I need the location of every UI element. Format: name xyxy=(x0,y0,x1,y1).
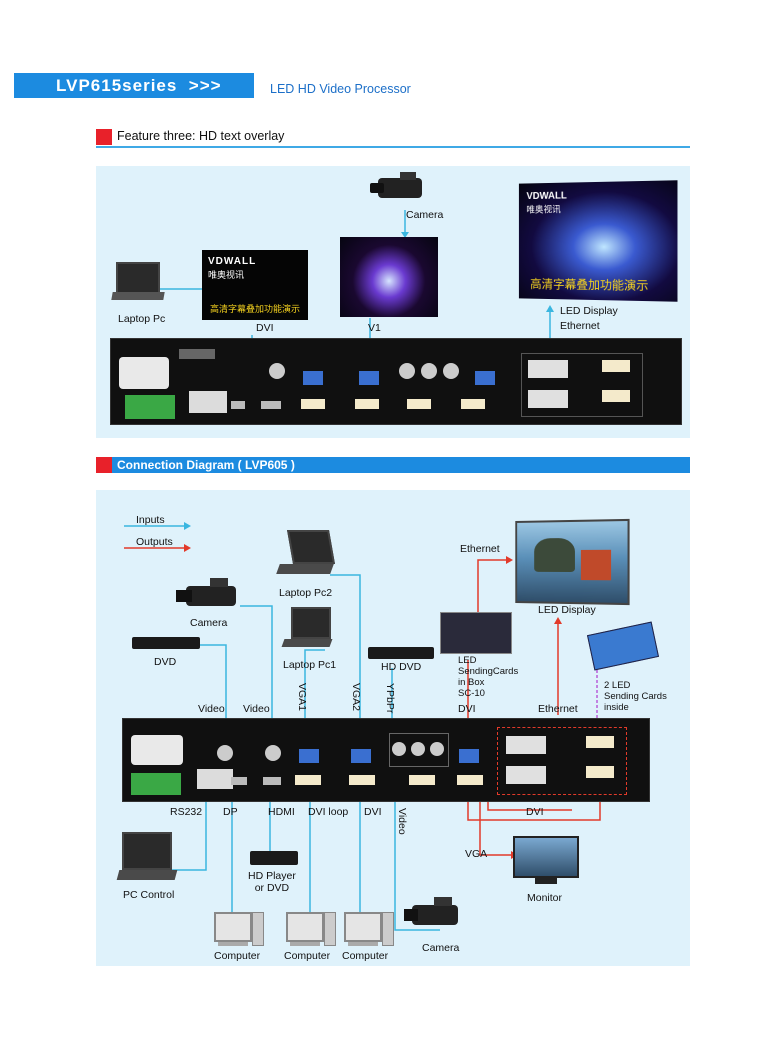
computer3-label: Computer xyxy=(342,950,388,962)
laptop-pc2-label: Laptop Pc2 xyxy=(279,587,332,599)
led-display-label-2: LED Display xyxy=(538,604,596,616)
overlay-brand-cn: 唯奥视讯 xyxy=(208,268,244,281)
dvd-label: DVD xyxy=(154,656,176,668)
led-caption: 高清字幕叠加功能演示 xyxy=(530,275,648,294)
video1-label: Video xyxy=(198,703,225,715)
processor-rear-panel-2 xyxy=(122,718,650,802)
two-cards-label: 2 LED Sending Cards inside xyxy=(604,680,667,713)
laptop-pc1-icon xyxy=(283,607,331,655)
pc-control-label: PC Control xyxy=(123,889,174,901)
v1-label: V1 xyxy=(368,322,381,334)
dp-label: DP xyxy=(223,806,238,818)
terminal-block-icon xyxy=(125,395,175,419)
power-socket-icon-2 xyxy=(131,735,183,765)
overlay-brand: VDWALL xyxy=(208,256,256,267)
camera-device xyxy=(370,170,430,206)
ethernet-right-label: Ethernet xyxy=(538,703,578,715)
dvi-in-label: DVI xyxy=(458,703,476,715)
vga1-port-icon xyxy=(303,371,323,385)
section2-marker xyxy=(96,457,112,473)
led-display-icon xyxy=(515,519,629,605)
monitor-icon xyxy=(513,836,579,888)
camera-bottom-icon xyxy=(404,895,462,933)
hd-dvd-icon xyxy=(368,647,434,659)
hd-dvd-label: HD DVD xyxy=(381,661,421,673)
section2-title: Connection Diagram ( LVP605 ) xyxy=(117,457,295,473)
video-vert-label: Video xyxy=(396,808,408,835)
pc-control-icon xyxy=(118,832,176,886)
video2-label: Video xyxy=(243,703,270,715)
computer2-label: Computer xyxy=(284,950,330,962)
output-card-slot xyxy=(521,353,643,417)
bnc-video-icon xyxy=(269,363,285,379)
monitor-label: Monitor xyxy=(527,892,562,904)
laptop-pc1-label: Laptop Pc1 xyxy=(283,659,336,671)
led-brand-cn: 唯奥视讯 xyxy=(526,202,560,215)
laptop-label: Laptop Pc xyxy=(118,313,165,325)
led-display-label: LED Display xyxy=(560,305,618,317)
legend-outputs: Outputs xyxy=(136,536,173,548)
laptop-icon xyxy=(112,262,162,306)
computer1-label: Computer xyxy=(214,950,260,962)
camera-top-label: Camera xyxy=(190,617,227,629)
dvi-loop-label: DVI loop xyxy=(308,806,348,818)
rs232-label: RS232 xyxy=(170,806,202,818)
hdmi-label: HDMI xyxy=(268,806,295,818)
ypbpr-label: YPbPr xyxy=(384,683,396,713)
camera-label: Camera xyxy=(406,209,443,221)
ethernet-label: Ethernet xyxy=(560,320,600,332)
dvd-icon xyxy=(132,637,200,649)
sending-cards-label: LED SendingCards in Box SC-10 xyxy=(458,655,518,699)
computer3-icon xyxy=(344,912,394,948)
computer2-icon xyxy=(286,912,336,948)
processor-rear-panel xyxy=(110,338,682,425)
dvi-label: DVI xyxy=(256,322,274,334)
overlay-screen: VDWALL 唯奥视讯 高清字幕叠加功能演示 xyxy=(202,250,308,320)
power-socket-icon xyxy=(119,357,169,389)
vga1-label: VGA1 xyxy=(296,683,308,711)
vga-out-label: VGA xyxy=(465,848,487,860)
camera-top-icon xyxy=(176,574,242,614)
led-display-screen: VDWALL 唯奥视讯 高清字幕叠加功能演示 xyxy=(519,180,678,301)
camera-bottom-label: Camera xyxy=(422,942,459,954)
ethernet-top-label: Ethernet xyxy=(460,543,500,555)
hd-player-label: HD Player or DVD xyxy=(248,870,296,894)
legend-inputs: Inputs xyxy=(136,514,165,526)
vga2-label: VGA2 xyxy=(350,683,362,711)
overlay-caption: 高清字幕叠加功能演示 xyxy=(210,302,300,315)
led-brand: VDWALL xyxy=(526,191,566,202)
terminal-block-icon-2 xyxy=(131,773,181,795)
rs232-port-icon xyxy=(189,391,227,413)
laptop-pc2-icon xyxy=(278,530,332,584)
dvi-out-label: DVI xyxy=(526,806,544,818)
hd-player-icon xyxy=(250,851,298,865)
v1-screen xyxy=(340,237,438,317)
computer1-icon xyxy=(214,912,264,948)
dvi-bottom-label: DVI xyxy=(364,806,382,818)
sending-cards-box-icon xyxy=(440,612,512,654)
vga2-port-icon xyxy=(359,371,379,385)
